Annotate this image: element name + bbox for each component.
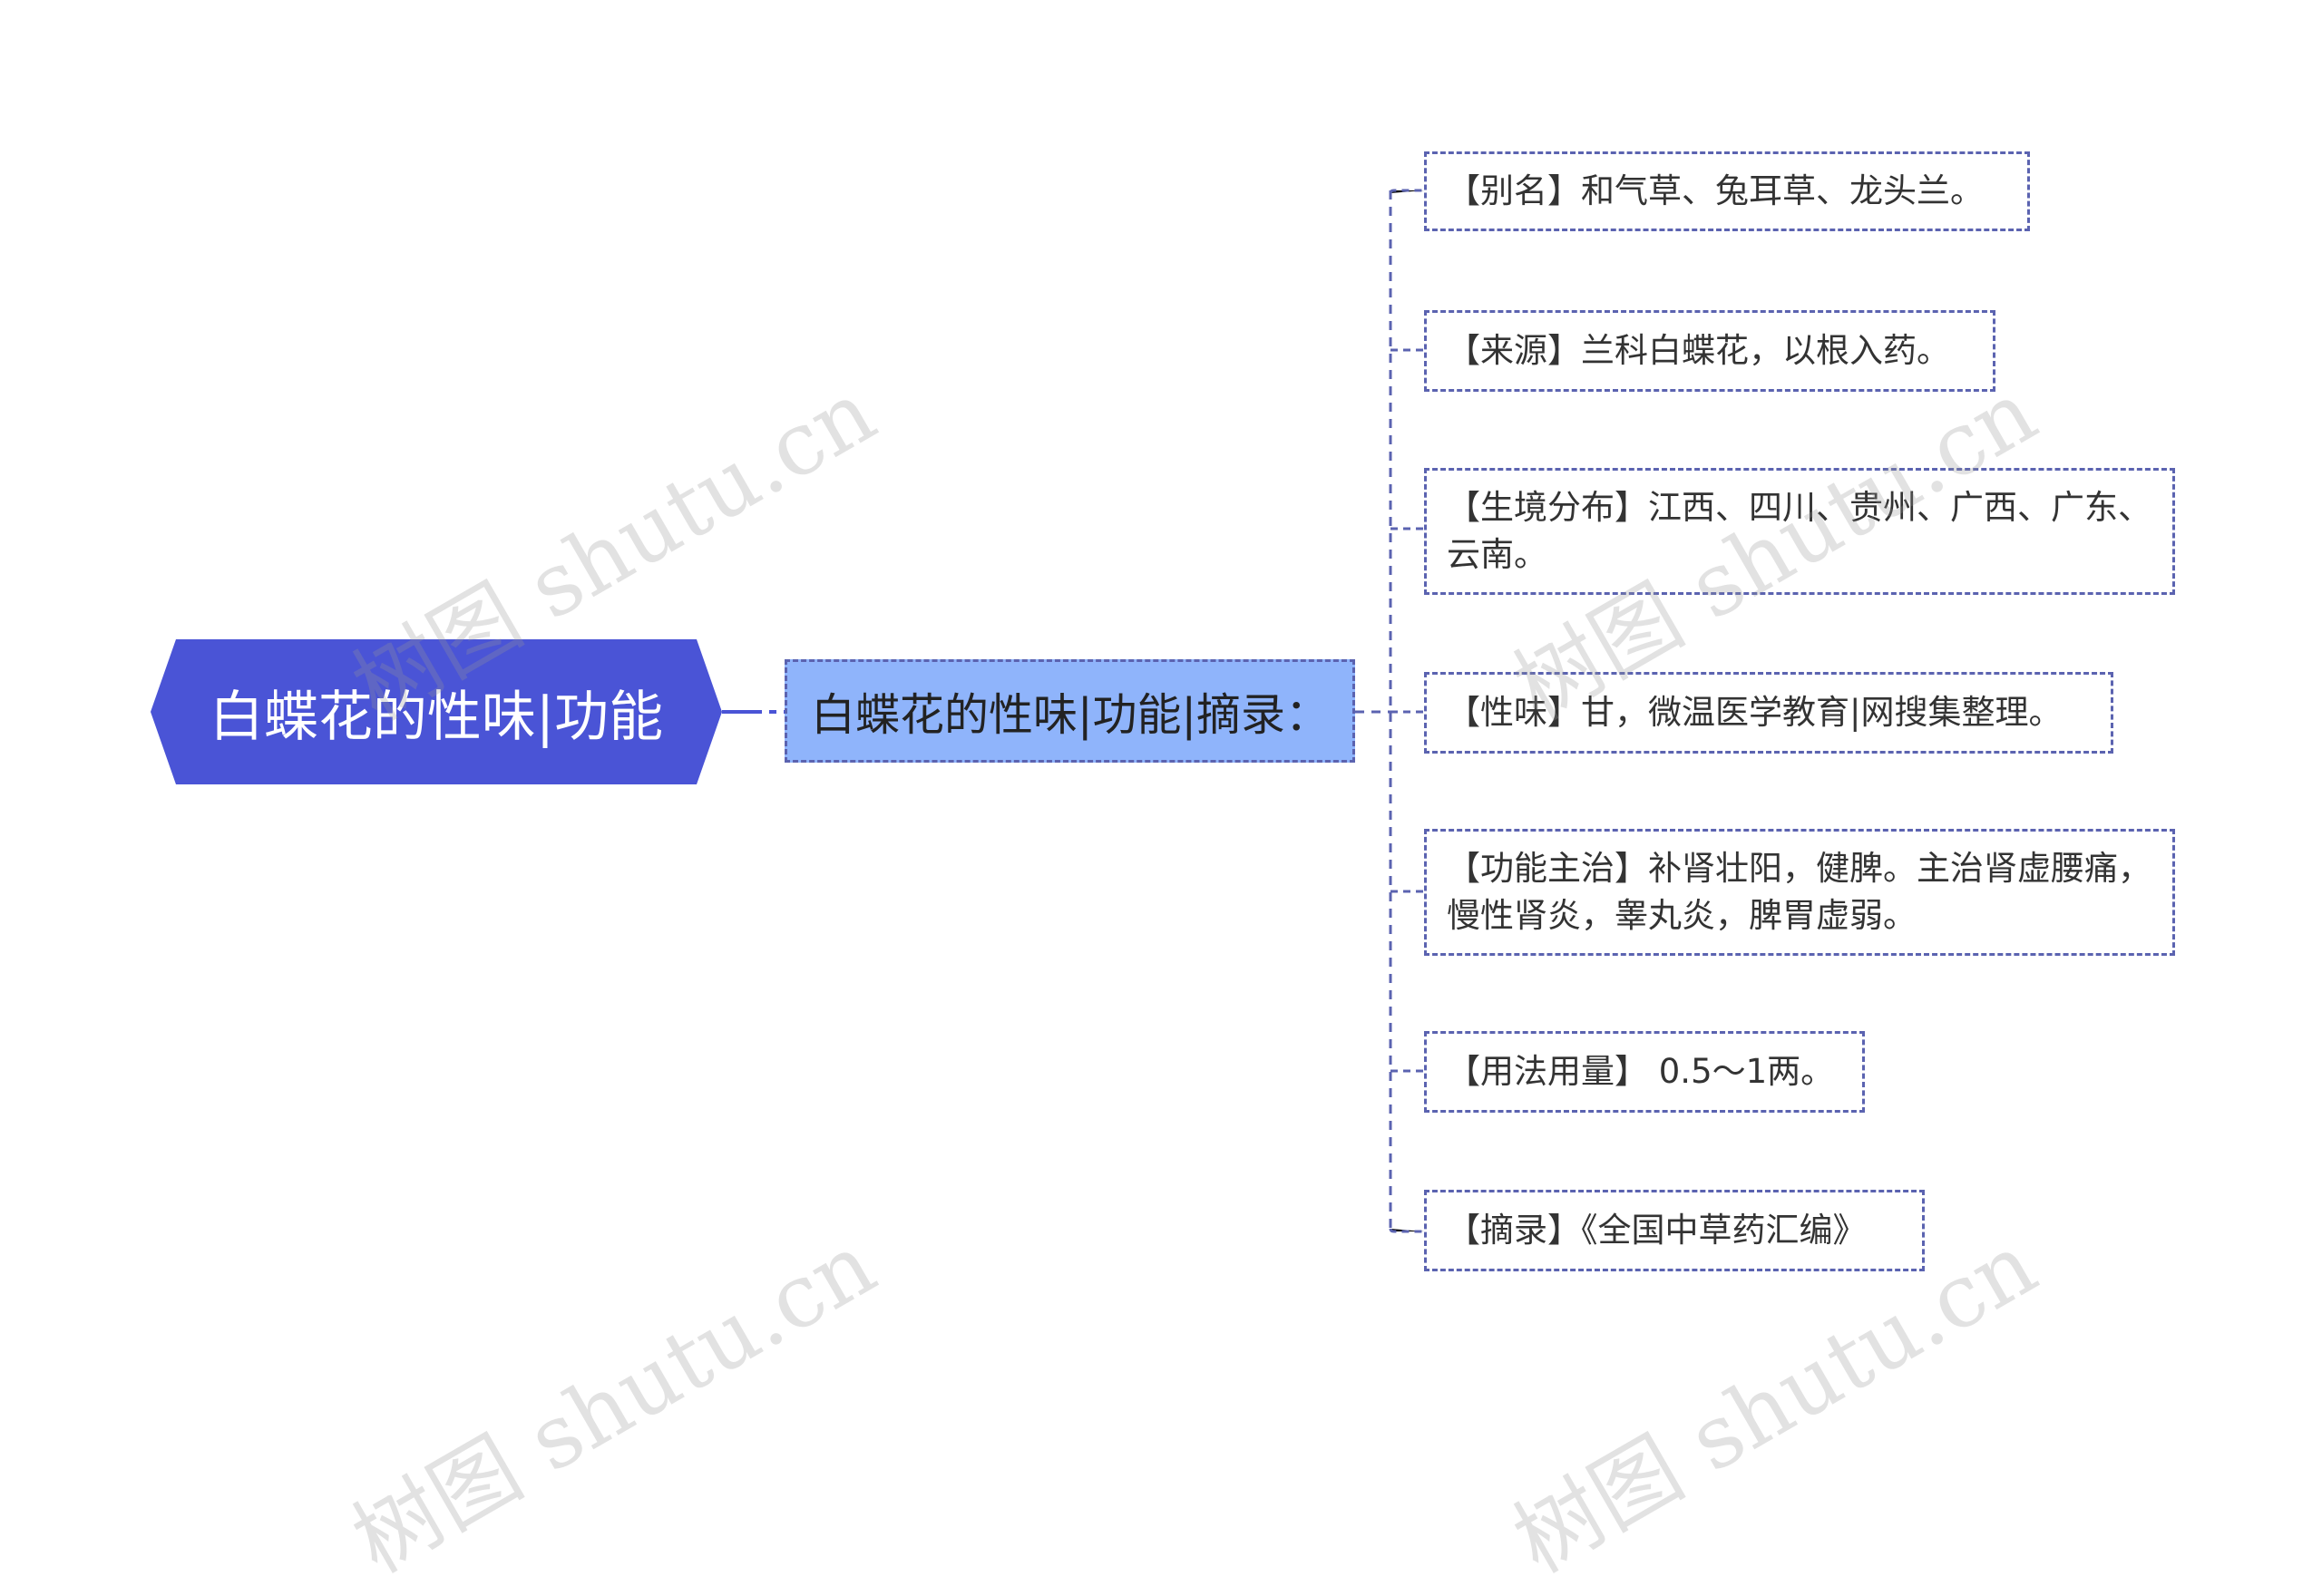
summary-topic[interactable]: 白蝶花的性味|功能|摘录： [785, 659, 1355, 763]
leaf-indications[interactable]: 【功能主治】补肾壮阳，健脾。主治肾虚腰痛，慢性肾炎，睾丸炎，脾胃虚弱。 [1424, 829, 2175, 956]
leaf-nature-taste-text: 【性味】甘，微温医学教育|网搜集整理。 [1447, 693, 2063, 732]
branch-stub [1389, 1228, 1424, 1233]
leaf-source[interactable]: 【来源】兰科白蝶花，以根入药。 [1424, 310, 1995, 392]
leaf-dosage[interactable]: 【用法用量】 0.5～1两。 [1424, 1031, 1865, 1113]
connector-layer [722, 189, 1424, 1233]
leaf-dosage-text: 【用法用量】 0.5～1两。 [1447, 1052, 1835, 1091]
leaf-alias[interactable]: 【别名】和气草、兔耳草、龙头兰。 [1424, 151, 2030, 231]
leaf-excerpt[interactable]: 【摘录】《全国中草药汇编》 [1424, 1190, 1925, 1271]
root-topic[interactable]: 白蝶花的性味|功能 [151, 639, 722, 784]
leaf-habitat-text: 【生境分布】江西、四川、贵州、广西、广东、云南。 [1447, 488, 2151, 574]
leaf-nature-taste[interactable]: 【性味】甘，微温医学教育|网搜集整理。 [1424, 672, 2113, 754]
root-topic-label: 白蝶花的性味|功能 [209, 685, 664, 749]
leaf-alias-text: 【别名】和气草、兔耳草、龙头兰。 [1447, 171, 1984, 210]
leaf-excerpt-text: 【摘录】《全国中草药汇编》 [1447, 1211, 1867, 1250]
summary-topic-label: 白蝶花的性味|功能|摘录： [811, 688, 1331, 741]
leaf-habitat[interactable]: 【生境分布】江西、四川、贵州、广西、广东、云南。 [1424, 468, 2175, 595]
branch-stubs [1389, 189, 1424, 1233]
leaf-indications-text: 【功能主治】补肾壮阳，健脾。主治肾虚腰痛，慢性肾炎，睾丸炎，脾胃虚弱。 [1447, 849, 2151, 935]
leaf-source-text: 【来源】兰科白蝶花，以根入药。 [1447, 331, 1950, 370]
branch-stub [1389, 189, 1424, 194]
